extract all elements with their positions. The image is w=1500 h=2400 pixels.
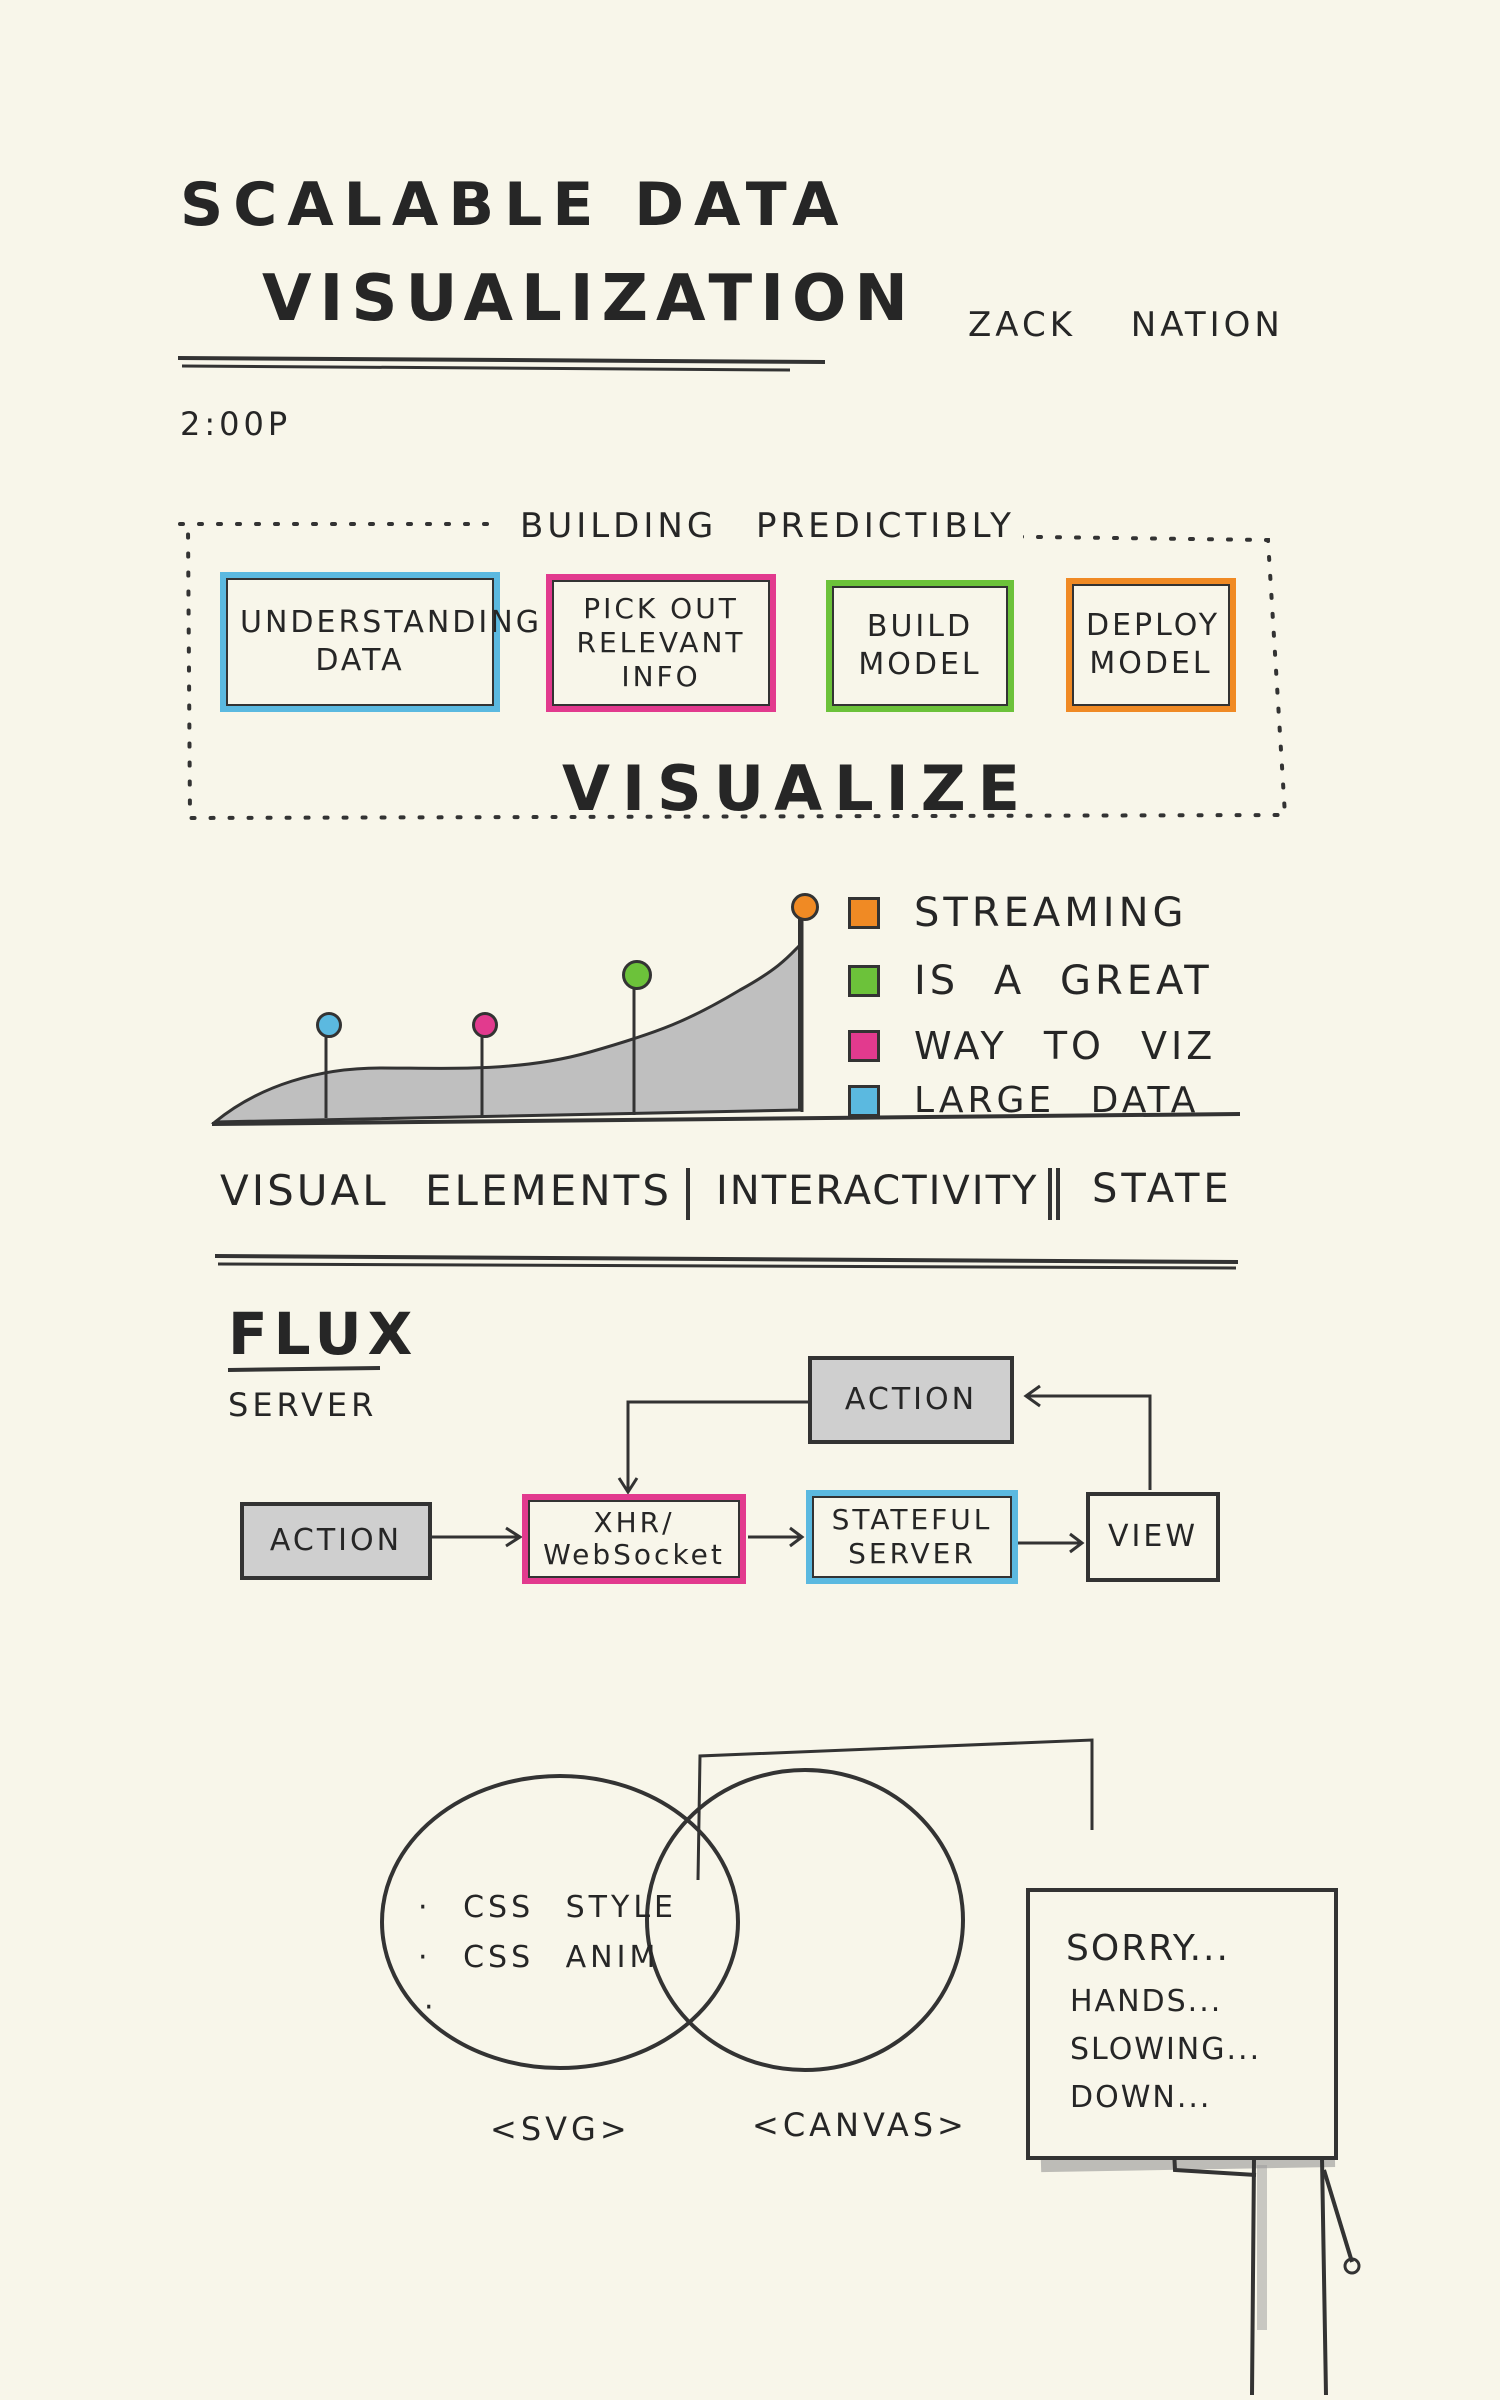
legend-item-streaming: STREAMING — [848, 890, 1187, 936]
flux-action-left: ACTION — [240, 1502, 432, 1580]
box-label: XHR/ WebSocket — [543, 1506, 725, 1571]
step-label: DEPLOY MODEL — [1086, 608, 1221, 681]
svg-label: <SVG> — [490, 2110, 631, 2148]
visualize-label: VISUALIZE — [562, 752, 1033, 825]
step-pick-relevant-info: PICK OUT RELEVANT INFO — [546, 574, 776, 712]
svg-item-css-style: · CSS STYLE — [418, 1890, 678, 1925]
title-line-2: VISUALIZATION — [262, 262, 916, 336]
box-label: ACTION — [269, 1523, 403, 1558]
concept-interactivity: INTERACTIVITY — [716, 1168, 1039, 1214]
legend-swatch — [848, 1084, 880, 1117]
pin-blue — [316, 1012, 342, 1038]
svg-item-css-anim: · CSS ANIM — [418, 1940, 660, 1975]
pin-pink — [472, 1012, 498, 1038]
pin-green — [622, 960, 652, 990]
legend-label: LARGE DATA — [914, 1080, 1200, 1121]
legend-label: STREAMING — [914, 890, 1188, 936]
step-label: BUILD MODEL — [858, 609, 982, 682]
chart-baseline — [211, 1112, 1241, 1126]
note-board: SORRY... HANDS... SLOWING... DOWN... — [1026, 1888, 1338, 2160]
concept-state: STATE — [1092, 1166, 1233, 1212]
legend-swatch — [848, 1030, 880, 1062]
building-label: BUILDING PREDICTIBLY — [512, 506, 1023, 546]
area-fill — [210, 941, 802, 1124]
flux-action-top: ACTION — [808, 1356, 1014, 1444]
box-label: STATEFUL SERVER — [831, 1503, 993, 1570]
legend-label: IS A GREAT — [914, 958, 1213, 1004]
author-name: ZACK NATION — [968, 305, 1284, 345]
time-label: 2:00P — [180, 405, 292, 443]
legend-item-way-to-viz: WAY TO VIZ — [848, 1024, 1216, 1068]
legend-swatch — [848, 965, 880, 997]
step-label: PICK OUT RELEVANT INFO — [576, 592, 746, 693]
flux-view: VIEW — [1086, 1492, 1220, 1582]
note-line-sorry: SORRY... — [1066, 1928, 1230, 1969]
flux-stateful-server: STATEFUL SERVER — [806, 1490, 1018, 1584]
note-line-down: DOWN... — [1070, 2080, 1212, 2115]
step-build-model: BUILD MODEL — [826, 580, 1014, 712]
step-deploy-model: DEPLOY MODEL — [1066, 578, 1236, 712]
legend-label: WAY TO VIZ — [914, 1024, 1217, 1068]
note-line-slowing: SLOWING... — [1070, 2032, 1262, 2067]
flux-xhr-websocket: XHR/ WebSocket — [522, 1494, 746, 1584]
title-line-1: SCALABLE DATA — [180, 170, 849, 240]
step-understanding-data: UNDERSTANDING DATA — [220, 572, 542, 712]
concept-visual-elements: VISUAL ELEMENTS — [220, 1166, 672, 1215]
box-label: ACTION — [844, 1382, 978, 1417]
legend-item-great: IS A GREAT — [848, 958, 1213, 1004]
svg-item-empty: · — [424, 1990, 438, 2025]
box-label: VIEW — [1108, 1519, 1198, 1554]
pin-orange — [791, 893, 819, 921]
step-label: UNDERSTANDING DATA — [240, 605, 542, 678]
flux-title: FLUX — [228, 1300, 419, 1368]
flux-subtitle: SERVER — [228, 1386, 378, 1424]
canvas-label: <CANVAS> — [752, 2106, 968, 2144]
legend-swatch — [848, 897, 880, 929]
legend-item-large-data: LARGE DATA — [848, 1080, 1199, 1121]
note-line-hands: HANDS... — [1070, 1984, 1223, 2019]
